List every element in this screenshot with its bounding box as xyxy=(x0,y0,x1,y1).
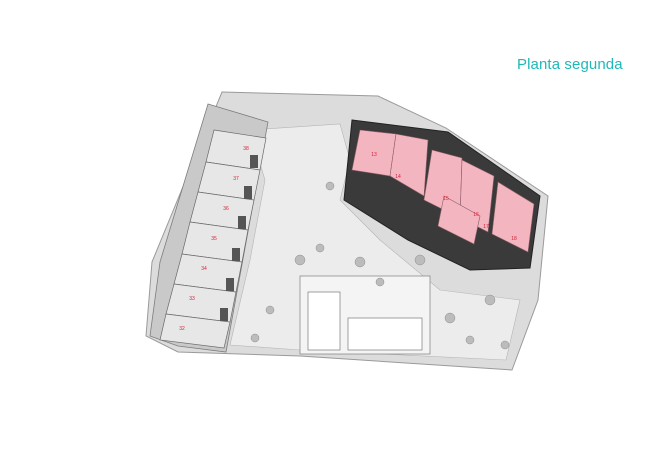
unit-number: 17 xyxy=(483,224,489,230)
townhouse-unit-labels: 38 37 36 35 34 33 32 xyxy=(179,146,249,332)
unit-number: 38 xyxy=(243,146,249,152)
unit-number: 33 xyxy=(189,296,195,302)
unit-number: 37 xyxy=(233,176,239,182)
apartment-unit-labels: 13 14 15 16 17 18 xyxy=(371,152,517,242)
unit-number: 18 xyxy=(511,236,517,242)
plan-title: Planta segunda xyxy=(517,56,623,73)
unit-number: 16 xyxy=(473,212,479,218)
unit-number: 14 xyxy=(395,174,401,180)
unit-number: 13 xyxy=(371,152,377,158)
unit-number: 36 xyxy=(223,206,229,212)
unit-number: 34 xyxy=(201,266,207,272)
unit-number: 35 xyxy=(211,236,217,242)
trees xyxy=(250,181,510,350)
unit-number: 15 xyxy=(443,196,449,202)
apartment-block xyxy=(343,119,541,271)
unit-number: 32 xyxy=(179,326,185,332)
townhouse-block xyxy=(149,103,269,353)
pool-area xyxy=(299,275,431,355)
